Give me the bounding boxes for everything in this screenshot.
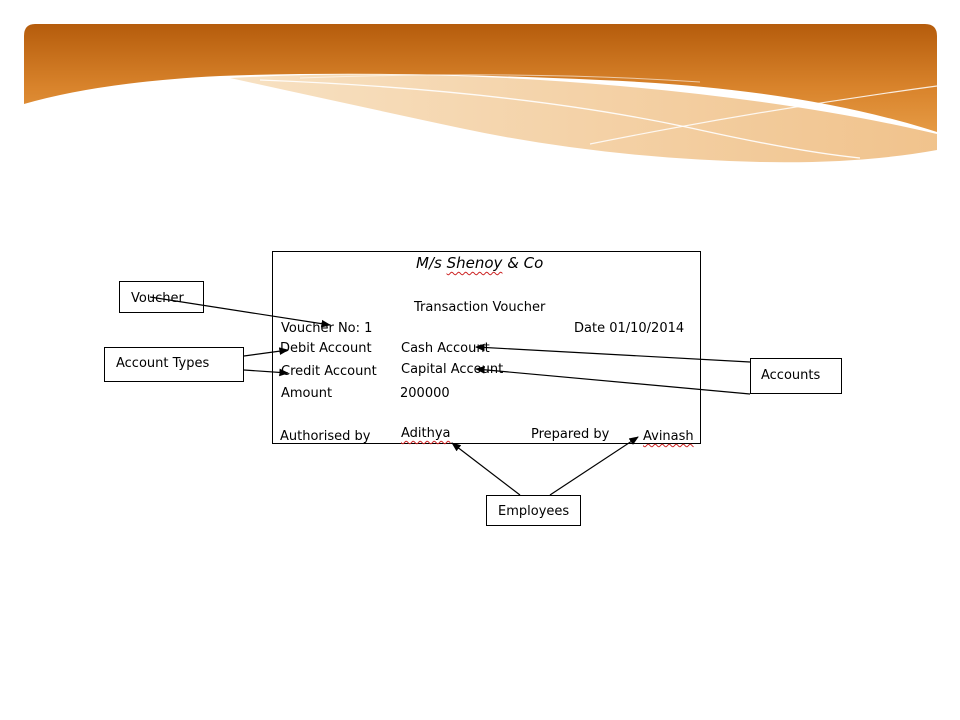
arrow-accounts-to-capital: [475, 365, 751, 395]
accounts-callout: Accounts: [750, 358, 842, 394]
voucher-number: Voucher No: 1: [281, 321, 373, 336]
voucher-callout: Voucher: [119, 281, 204, 313]
banner-wave-line-2: [589, 85, 938, 145]
arrow-employees-to-adithya: [451, 442, 521, 496]
account-types-callout: Account Types: [104, 347, 244, 382]
authorised-by-label: Authorised by: [280, 429, 371, 444]
debit-account-value: Cash Account: [401, 341, 490, 356]
arrow-voucher-to-number: [149, 296, 331, 328]
banner-main-shape: [24, 24, 937, 132]
voucher-date: Date 01/10/2014: [574, 321, 685, 336]
arrow-accounts-to-cash: [475, 343, 751, 363]
arrow-types-to-credit: [243, 368, 289, 377]
account-types-callout-label: Account Types: [116, 356, 210, 371]
amount-label: Amount: [281, 386, 333, 401]
employees-callout: Employees: [486, 495, 581, 526]
arrow-types-to-debit: [243, 347, 289, 357]
authorised-by-value: Adithya: [401, 426, 451, 441]
banner-light-swoosh: [230, 74, 937, 163]
banner-wave-line: [259, 79, 861, 159]
arrow-employees-to-avinash: [549, 436, 639, 496]
prepared-by-value: Avinash: [643, 429, 694, 444]
accounts-callout-label: Accounts: [761, 368, 821, 383]
amount-value: 200000: [400, 386, 450, 401]
credit-account-label: Credit Account: [281, 364, 377, 379]
banner-wave-line-3: [299, 74, 701, 83]
prepared-by-label: Prepared by: [531, 427, 610, 442]
company-name: M/s Shenoy & Co: [416, 254, 544, 272]
voucher-title: Transaction Voucher: [414, 300, 546, 315]
debit-account-label: Debit Account: [280, 341, 372, 356]
employees-callout-label: Employees: [498, 504, 570, 519]
header-banner: [24, 24, 938, 163]
